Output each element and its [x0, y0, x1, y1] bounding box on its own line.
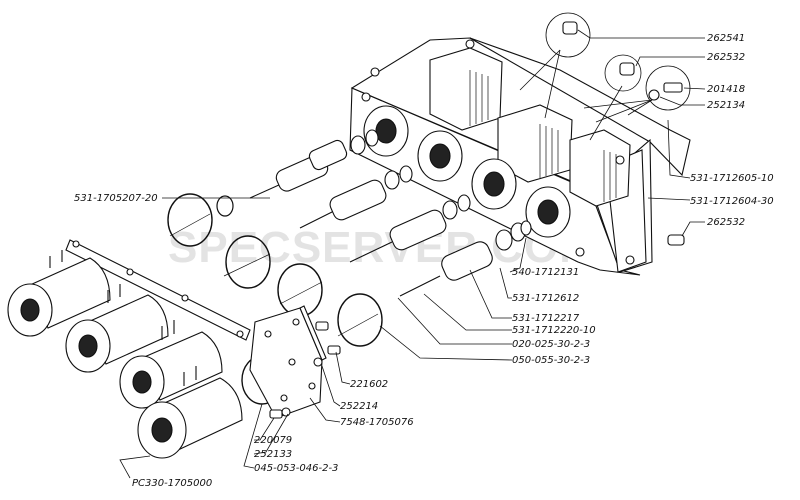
- plug-262541: [562, 21, 578, 35]
- label-531-1712612: 531-1712612: [512, 293, 579, 304]
- label-531-1712217: 531-1712217: [512, 313, 580, 324]
- solenoid-coil-2: [65, 284, 169, 373]
- label-252214: 252214: [340, 401, 378, 412]
- label-262532-top: 262532: [707, 52, 745, 63]
- label-220079: 220079: [254, 435, 292, 446]
- label-262532-right: 262532: [707, 217, 745, 228]
- label-221602: 221602: [350, 379, 388, 390]
- spool-assembly-2: [299, 165, 413, 229]
- label-201418: 201418: [707, 84, 745, 95]
- label-252133: 252133: [254, 449, 292, 460]
- solenoid-coil-3: [119, 320, 223, 409]
- spool-assembly-1: [249, 129, 379, 199]
- spool-assembly-3: [349, 194, 471, 263]
- solenoid-bracket: [65, 239, 251, 341]
- label-531-1705207-20: 531-1705207-20: [74, 193, 158, 204]
- label-531-1712605-10: 531-1712605-10: [690, 173, 774, 184]
- label-252134: 252134: [707, 100, 745, 111]
- label-262541: 262541: [707, 33, 745, 44]
- label-531-1712220-10: 531-1712220-10: [512, 325, 596, 336]
- solenoid-coil-1: [7, 250, 111, 337]
- label-531-1712604-30: 531-1712604-30: [690, 196, 774, 207]
- valve-body: [349, 37, 691, 276]
- label-PC330-1705000: PC330-1705000: [132, 478, 212, 489]
- spool-assembly-4: [399, 220, 532, 297]
- label-020-025-30-2-3: 020-025-30-2-3: [512, 339, 590, 350]
- label-540-1712131: 540-1712131: [512, 267, 579, 278]
- leader-lines: [119, 29, 706, 479]
- rod-lines: [169, 213, 379, 337]
- label-7548-1705076: 7548-1705076: [340, 417, 414, 428]
- label-045-053-046-2-3: 045-053-046-2-3: [254, 463, 338, 474]
- label-050-055-30-2-3: 050-055-30-2-3: [512, 355, 590, 366]
- part-labels: 262541 262532 201418 252134 531-1712605-…: [74, 33, 774, 489]
- plug-262532-right: [667, 234, 685, 246]
- plug-262532-top: [619, 62, 635, 76]
- cover-plate: [249, 305, 341, 419]
- solenoid-coil-4: [137, 366, 243, 459]
- bolt-201418: [648, 82, 683, 101]
